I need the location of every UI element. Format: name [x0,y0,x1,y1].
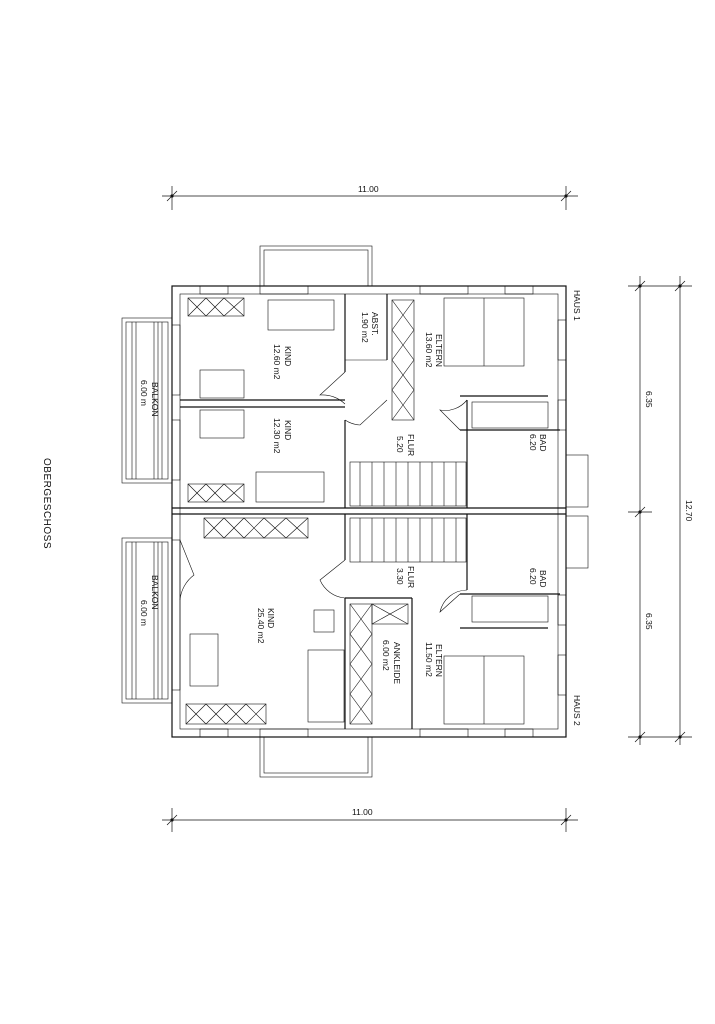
room-bad2-name: BAD [538,570,548,587]
room-abst-area: 1.90 m2 [360,312,370,343]
house2-label: HAUS 2 [572,695,582,726]
balcony-top [259,245,373,287]
room-kind1-area: 12.60 m2 [272,344,282,380]
room-flur1-area: 5.20 [395,436,405,453]
bottom-dimension: 11.00 [162,807,578,832]
room-eltern1-name: ELTERN [434,334,444,367]
balkon-haus1-area: 6.00 m [139,380,149,406]
top-dimension-label: 11.00 [358,184,379,194]
room-flur2-area: 3.30 [395,568,405,585]
outer-walls [171,285,567,738]
right-dim-total: 12.70 [684,500,694,522]
interior-walls-haus1 [180,294,560,508]
right-dim-lower: 6.35 [644,613,654,630]
room-bad1-name: BAD [538,434,548,451]
room-bad2-area: 6.20 [528,568,538,585]
room-abst-name: ABST. [370,312,380,336]
balkon-haus1-label: BALKON [150,382,160,417]
room-kind-h2-area: 25.40 m2 [256,608,266,644]
balcony-left-haus2 [121,537,173,704]
right-dim-upper: 6.35 [644,391,654,408]
balkon-haus2-area: 6.00 m [139,600,149,626]
balcony-left-haus1 [121,317,173,484]
room-eltern2-area: 11.50 m2 [424,642,434,677]
top-dimension: 11.00 [162,184,578,210]
right-dimensions: 6.35 6.35 12.70 [628,276,694,745]
room-kind2-area: 12.30 m2 [272,418,282,454]
room-eltern2-name: ELTERN [434,644,444,677]
room-ankleide-name: ANKLEIDE [392,642,402,684]
room-kind1-name: KIND [283,346,293,366]
balcony-right [565,454,589,569]
bottom-dimension-label: 11.00 [352,807,373,817]
room-flur1-name: FLUR [406,434,416,456]
room-bad1-area: 6.20 [528,434,538,451]
room-kind2-name: KIND [283,420,293,440]
floor-title: OBERGESCHOSS [41,458,52,549]
interior-walls-haus2 [179,514,560,729]
house1-label: HAUS 1 [572,290,582,321]
room-flur2-name: FLUR [406,566,416,588]
balcony-bottom [259,736,373,778]
balkon-haus2-label: BALKON [150,575,160,610]
room-ankleide-area: 6.00 m2 [381,640,391,671]
room-eltern1-area: 13.60 m2 [424,332,434,368]
room-kind-h2-name: KIND [266,608,276,628]
